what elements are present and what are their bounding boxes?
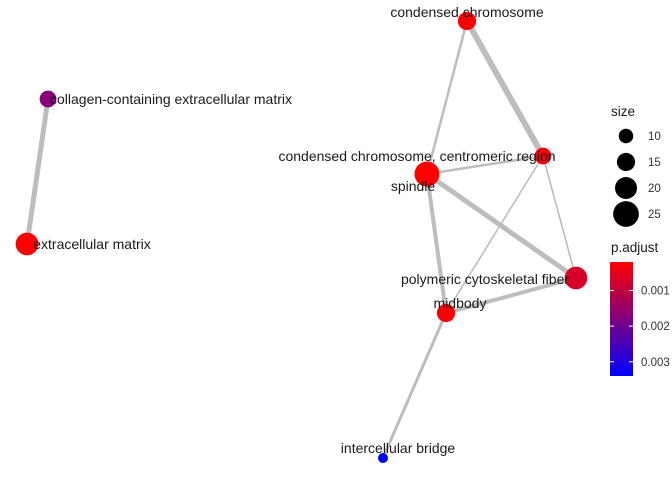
labels-layer: condensed chromosome collagen-containing … xyxy=(33,4,569,456)
edge-midbody--polymeric-cytoskeletal-fiber xyxy=(445,276,577,315)
color-legend-label-3: 0.003 xyxy=(641,357,670,369)
color-legend-label-2: 0.002 xyxy=(641,321,670,333)
node-extracellular-matrix xyxy=(15,232,39,256)
node-label-polymeric-cytoskeletal-fiber: polymeric cytoskeletal fiber xyxy=(401,271,569,287)
nodes-layer xyxy=(15,11,588,463)
node-intercellular-bridge xyxy=(378,453,388,463)
legend: size 10 15 20 25 p.adjust 0.001 0.002 0.003 xyxy=(610,104,670,376)
size-legend-label-20: 20 xyxy=(648,183,661,195)
size-legend-key-25 xyxy=(613,201,639,227)
edge-collagen-containing-extracellular-matrix--extracellular-matrix xyxy=(24,98,51,245)
node-spindle xyxy=(414,161,440,187)
edge-condensed-chromosome--condensed-chromosome-centromeric-region xyxy=(464,19,546,158)
size-legend-key-20 xyxy=(615,177,637,199)
node-label-intercellular-bridge: intercellular bridge xyxy=(341,440,456,456)
node-label-condensed-chromosome: condensed chromosome xyxy=(390,4,544,20)
edge-midbody--intercellular-bridge xyxy=(381,312,448,459)
node-label-spindle: spindle xyxy=(391,178,436,194)
size-legend-label-10: 10 xyxy=(648,131,661,143)
size-legend-title: size xyxy=(611,104,635,119)
edges-layer xyxy=(24,19,578,459)
edge-condensed-chromosome--spindle xyxy=(425,20,469,175)
size-legend-key-15 xyxy=(616,152,636,172)
size-legend-label-25: 25 xyxy=(648,209,661,221)
node-polymeric-cytoskeletal-fiber xyxy=(564,266,588,290)
node-midbody xyxy=(436,303,456,323)
color-legend-bar xyxy=(610,262,633,376)
node-label-collagen-containing-extracellular-matrix: collagen-containing extracellular matrix xyxy=(50,91,292,107)
edge-spindle--polymeric-cytoskeletal-fiber xyxy=(425,171,578,281)
color-legend-label-1: 0.001 xyxy=(641,286,670,298)
node-condensed-chromosome-centromeric-region xyxy=(534,147,552,165)
size-legend-key-10 xyxy=(618,128,634,144)
node-condensed-chromosome xyxy=(457,11,477,31)
edge-spindle--midbody xyxy=(425,173,448,314)
edge-condensed-chromosome-centromeric-region--midbody xyxy=(445,155,544,314)
node-collagen-containing-extracellular-matrix xyxy=(39,90,57,108)
color-legend-title: p.adjust xyxy=(611,240,659,255)
size-legend-label-15: 15 xyxy=(648,157,661,169)
edge-condensed-chromosome-centromeric-region--polymeric-cytoskeletal-fiber xyxy=(542,155,577,279)
node-label-midbody: midbody xyxy=(434,295,487,311)
node-label-extracellular-matrix: extracellular matrix xyxy=(33,236,150,252)
edge-condensed-chromosome-centromeric-region--spindle xyxy=(426,154,544,176)
node-label-condensed-chromosome-centromeric-region: condensed chromosome, centromeric region xyxy=(278,148,555,164)
